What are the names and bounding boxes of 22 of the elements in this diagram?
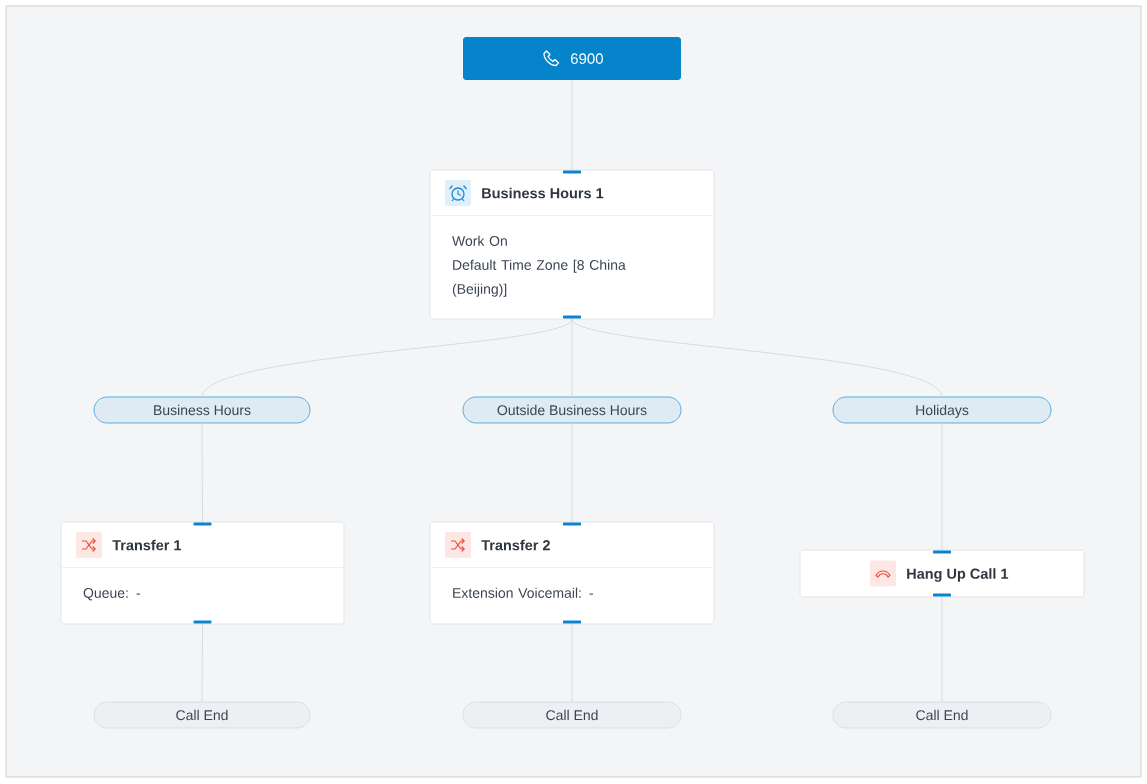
card-title: Transfer 2 xyxy=(481,539,550,551)
end-pill: Call End xyxy=(832,701,1052,729)
branch-pill: Holidays xyxy=(832,396,1052,424)
flow-card xyxy=(60,521,345,625)
start-box xyxy=(463,37,681,80)
card-text: Default Time Zone [8 China (Beijing)] xyxy=(452,259,626,297)
card-text: Work On xyxy=(452,235,507,246)
card-text: Queue: - xyxy=(83,588,140,601)
card-text: Extension Voicemail: - xyxy=(453,587,593,598)
connector-line xyxy=(201,318,573,398)
card-title: Hang Up Call 1 xyxy=(907,568,1009,582)
end-pill: Call End xyxy=(93,701,311,729)
connector-line xyxy=(571,318,943,398)
flow-card xyxy=(799,549,1085,598)
card-title: Business Hours 1 xyxy=(482,187,604,199)
flow-card xyxy=(429,521,715,625)
branch-pill: Business Hours xyxy=(93,396,311,424)
branch-pill: Outside Business Hours xyxy=(462,396,682,424)
flow-card xyxy=(429,169,715,320)
card-title: Transfer 1 xyxy=(112,539,182,551)
end-pill: Call End xyxy=(462,701,682,729)
box-label: 6900 xyxy=(570,53,603,64)
